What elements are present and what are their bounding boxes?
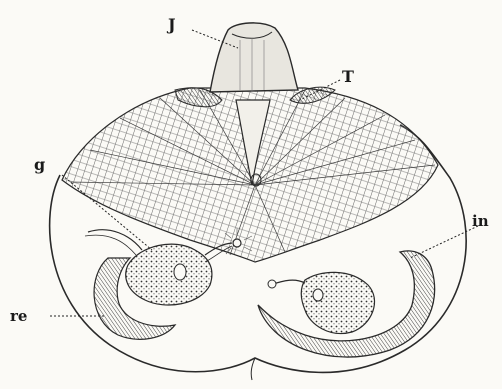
right-organ-spot	[313, 289, 323, 301]
central-pore	[233, 239, 241, 247]
right-pore	[268, 280, 276, 288]
label-re: re	[10, 307, 27, 325]
left-organ-spot	[174, 264, 186, 280]
jaw-structure	[210, 23, 298, 92]
label-g: g	[34, 155, 45, 174]
body-notch	[251, 358, 255, 380]
label-T: T	[342, 67, 354, 86]
left-tube	[88, 230, 142, 250]
label-in: in	[472, 212, 489, 230]
left-organ-g	[126, 244, 212, 305]
right-organ	[301, 272, 374, 333]
label-J: J	[166, 15, 176, 34]
